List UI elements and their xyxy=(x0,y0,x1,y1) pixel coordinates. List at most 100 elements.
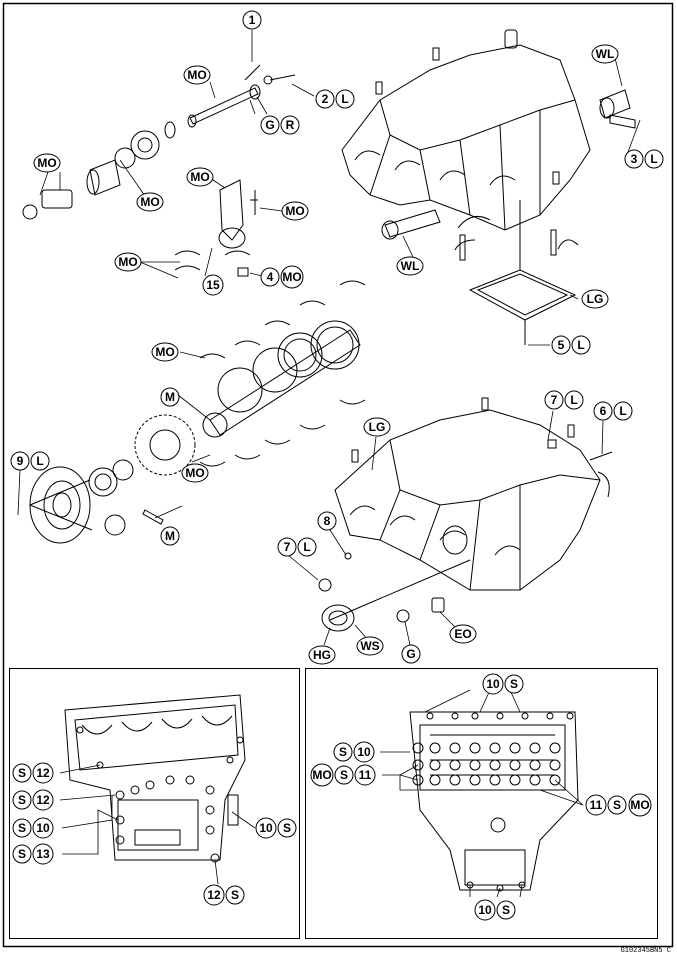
label-wl-lower: WL xyxy=(396,256,424,276)
svg-text:7: 7 xyxy=(551,393,558,407)
figure-code: G102345BN5 C xyxy=(620,947,671,955)
svg-text:L: L xyxy=(650,152,657,166)
svg-text:LG: LG xyxy=(587,292,604,306)
svg-text:12: 12 xyxy=(207,888,221,902)
svg-text:WL: WL xyxy=(596,47,615,61)
svg-text:10: 10 xyxy=(259,821,273,835)
svg-text:MO: MO xyxy=(285,204,304,218)
label-ws: WS xyxy=(356,636,384,656)
callout-mo-s-11: MO S 11 xyxy=(310,763,376,787)
lower-crankcase-drawing xyxy=(318,397,613,632)
svg-text:1: 1 xyxy=(249,13,256,27)
label-wl-upper: WL xyxy=(591,44,619,64)
svg-text:12: 12 xyxy=(36,766,50,780)
svg-text:2: 2 xyxy=(322,92,329,106)
svg-text:MO: MO xyxy=(187,68,206,82)
svg-text:S: S xyxy=(231,888,239,902)
label-mo-lower-shells: MO xyxy=(181,463,209,483)
svg-text:S: S xyxy=(283,821,291,835)
svg-text:13: 13 xyxy=(36,847,50,861)
svg-text:L: L xyxy=(36,454,43,468)
callout-s-10-left: S 10 xyxy=(12,817,54,839)
svg-text:15: 15 xyxy=(206,278,220,292)
svg-text:HG: HG xyxy=(313,648,331,662)
svg-text:S: S xyxy=(18,793,26,807)
label-m-crank: M xyxy=(160,387,180,407)
svg-text:M: M xyxy=(165,390,175,404)
svg-text:S: S xyxy=(18,766,26,780)
svg-text:7: 7 xyxy=(284,540,291,554)
svg-text:3: 3 xyxy=(631,152,638,166)
label-g-r: G R xyxy=(260,115,300,135)
svg-text:LG: LG xyxy=(369,420,386,434)
svg-text:10: 10 xyxy=(357,745,371,759)
lower-crankcase-bolt-diagram xyxy=(64,694,246,863)
svg-text:S: S xyxy=(510,677,518,691)
label-lg-upper: LG xyxy=(581,289,609,309)
label-hg: HG xyxy=(308,645,336,665)
callout-s-13: S 13 xyxy=(12,843,54,865)
svg-text:6: 6 xyxy=(600,404,607,418)
callout-12-s: 12 S xyxy=(203,884,245,906)
svg-text:S: S xyxy=(613,798,621,812)
svg-text:MO: MO xyxy=(185,466,204,480)
callout-15: 15 xyxy=(202,274,224,296)
svg-text:L: L xyxy=(303,540,310,554)
svg-text:MO: MO xyxy=(630,798,649,812)
svg-text:L: L xyxy=(577,338,584,352)
svg-text:S: S xyxy=(339,745,347,759)
svg-text:MO: MO xyxy=(190,170,209,184)
svg-text:MO: MO xyxy=(155,345,174,359)
svg-text:10: 10 xyxy=(36,821,50,835)
label-mo-shells: MO xyxy=(114,252,142,272)
starter-shaft-assembly-drawing xyxy=(22,64,296,277)
label-lg-lower: LG xyxy=(363,417,391,437)
svg-text:R: R xyxy=(286,118,295,132)
svg-text:10: 10 xyxy=(486,677,500,691)
callout-7-l-lower: 7 L xyxy=(277,537,317,557)
svg-text:G: G xyxy=(406,647,415,661)
callout-6-l: 6 L xyxy=(593,401,633,421)
svg-text:WS: WS xyxy=(360,639,379,653)
callout-10-s-bottom: 10 S xyxy=(474,899,516,921)
svg-text:EO: EO xyxy=(454,627,471,641)
svg-text:S: S xyxy=(340,768,348,782)
svg-text:9: 9 xyxy=(17,454,24,468)
svg-text:12: 12 xyxy=(36,793,50,807)
callout-s-10-right: S 10 xyxy=(333,741,375,763)
label-m-pin: M xyxy=(160,526,180,546)
outer-frame xyxy=(2,2,674,948)
svg-text:L: L xyxy=(570,393,577,407)
crankshaft-drawing xyxy=(29,280,366,544)
svg-text:S: S xyxy=(18,847,26,861)
callout-3-l: 3 L xyxy=(624,149,664,169)
svg-text:G: G xyxy=(265,118,274,132)
label-mo-main-bearing: MO xyxy=(151,342,179,362)
svg-text:11: 11 xyxy=(590,798,603,812)
svg-text:5: 5 xyxy=(558,338,565,352)
callout-s-12-a: S 12 xyxy=(12,762,54,784)
svg-text:WL: WL xyxy=(401,259,420,273)
svg-text:MO: MO xyxy=(37,156,56,170)
svg-text:10: 10 xyxy=(478,903,492,917)
callout-11-s-mo: 11 S MO xyxy=(585,793,652,817)
callout-7-l-upper: 7 L xyxy=(544,390,584,410)
label-mo-bearing: MO xyxy=(33,153,61,173)
svg-text:L: L xyxy=(619,404,626,418)
svg-text:MO: MO xyxy=(140,195,159,209)
callout-10-s-top: 10 S xyxy=(482,673,524,695)
callout-s-12-b: S 12 xyxy=(12,789,54,811)
callout-10-s-left-panel: 10 S xyxy=(255,817,297,839)
callout-2-l: 2 L xyxy=(315,89,355,109)
callout-9-l: 9 L xyxy=(10,451,50,471)
label-mo-shaft: MO xyxy=(183,65,211,85)
svg-text:M: M xyxy=(165,529,175,543)
svg-text:MO: MO xyxy=(118,255,137,269)
upper-crankcase-drawing xyxy=(341,29,636,345)
label-mo-conrod: MO xyxy=(186,167,214,187)
svg-text:MO: MO xyxy=(312,768,331,782)
upper-crankcase-bolt-diagram xyxy=(409,711,579,892)
svg-text:MO: MO xyxy=(282,270,301,284)
